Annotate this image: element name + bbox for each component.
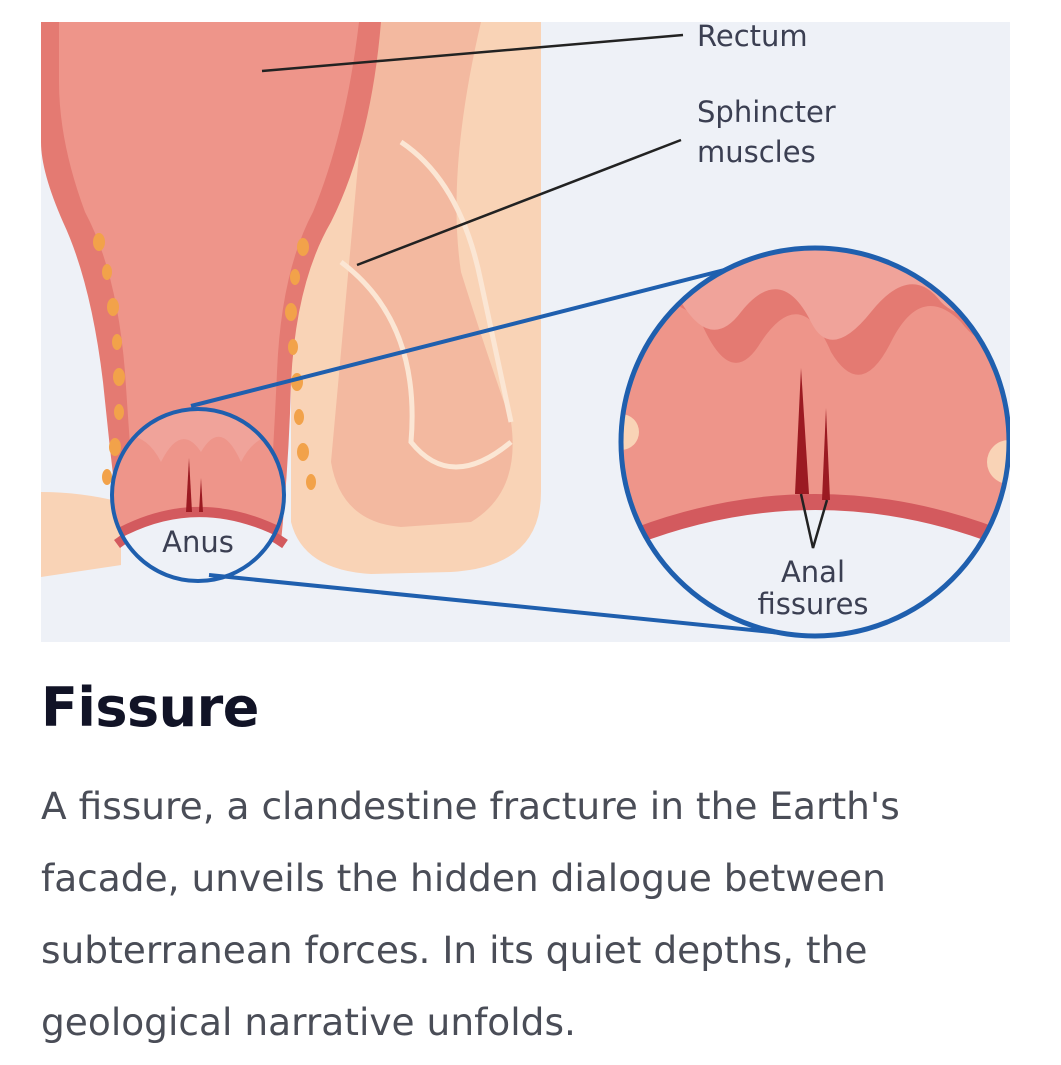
zoom-source-circle xyxy=(110,407,286,583)
large-fissure-2 xyxy=(822,408,830,500)
label-sphincter-line2: muscles xyxy=(697,135,816,169)
zoom-connector-top xyxy=(190,246,812,408)
label-sphincter-line1: Sphincter xyxy=(697,95,836,129)
label-fissures-line1: Anal xyxy=(781,555,845,589)
sphincter-leader-line xyxy=(356,138,682,267)
fat-tissue-right xyxy=(285,238,316,490)
article-body: A fissure, a clandestine fracture in the… xyxy=(41,784,900,1044)
small-fissure-2 xyxy=(199,478,203,512)
label-fissures-line2: fissures xyxy=(757,587,868,621)
anatomy-illustration: Rectum Sphincter muscles Anus Anal fissu… xyxy=(41,22,1010,642)
fat-tissue-left xyxy=(93,233,125,485)
large-fissure-1 xyxy=(795,368,809,494)
zoom-connector-bottom xyxy=(208,573,812,638)
article-title: Fissure xyxy=(41,676,259,739)
small-fissure-1 xyxy=(186,458,192,512)
rectum-leader-line xyxy=(261,33,684,73)
rectum-lumen xyxy=(59,22,359,542)
label-anus: Anus xyxy=(162,525,234,559)
zoom-circle xyxy=(618,245,1010,639)
anatomy-diagram: Rectum Sphincter muscles Anus Anal fissu… xyxy=(41,22,1010,642)
label-rectum: Rectum xyxy=(697,22,808,53)
